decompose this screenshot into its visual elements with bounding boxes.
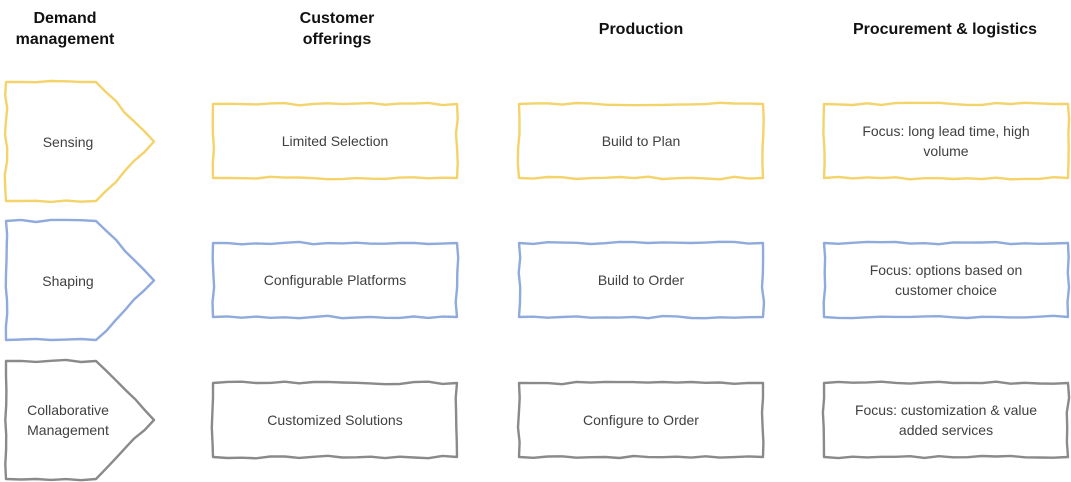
customer-box-label: Limited Selection [281,133,389,149]
sketch-outline [210,380,459,460]
demand-arrow-sensing: Sensing [3,79,156,204]
procurement-box-customization-value-added: Focus: customization & value added servi… [821,380,1071,460]
demand-arrow-shaping: Shaping [4,218,156,342]
demand-arrow-label: Shaping [42,272,94,289]
sketch-outline-path [821,380,1071,460]
sketch-outline [822,101,1071,181]
demand-arrow-collaborative-management: Collaborative Management [4,358,156,482]
demand-arrow-label: Sensing [42,133,94,150]
procurement-box-long-lead-time: Focus: long lead time, high volume [822,101,1071,181]
sketch-outline-path [517,240,766,320]
procurement-box-options-customer-choice: Focus: options based on customer choice [822,240,1071,320]
sketch-outline-path [4,358,156,482]
production-box-configure-to-order: Configure to Order [516,380,765,460]
sketch-outline [211,240,460,320]
sketch-outline-path [822,101,1071,181]
sketch-outline-path [210,380,459,460]
customer-box-label: Configurable Platforms [263,272,407,288]
production-box-label: Build to Plan [601,133,681,149]
sketch-outline [821,380,1071,460]
sketch-outline [4,218,156,342]
procurement-box-label: Focus: options based on customer choice [869,262,1023,298]
header-production: Production [598,21,684,38]
demand-arrow-label: Collaborative Management [27,402,109,438]
header-demand-management: Demand management [15,10,115,48]
customer-box-label: Customized Solutions [267,412,403,428]
sketch-outline [211,101,459,181]
sketch-outline-path [822,240,1071,320]
production-box-build-to-order: Build to Order [517,240,766,320]
sketch-outline-path [3,79,156,204]
sketch-outline-path [4,218,156,342]
production-box-label: Build to Order [597,272,685,288]
procurement-box-label: Focus: customization & value added servi… [854,402,1038,438]
header-procurement-logistics: Procurement & logistics [852,21,1038,38]
sketch-outline-path [211,101,459,181]
header-customer-offerings: Customer offerings [299,10,375,48]
customer-box-limited-selection: Limited Selection [211,101,459,181]
procurement-box-label: Focus: long lead time, high volume [862,123,1030,159]
sketch-outline [516,380,765,460]
sketch-outline [4,358,156,482]
sketch-outline-path [516,380,765,460]
sketch-outline-path [211,240,460,320]
production-box-label: Configure to Order [583,412,699,428]
customer-box-configurable-platforms: Configurable Platforms [211,240,460,320]
sketch-outline-path [516,101,765,181]
production-box-build-to-plan: Build to Plan [516,101,765,181]
sketch-outline [517,240,766,320]
sketch-outline [3,79,156,204]
sketch-outline [516,101,765,181]
sketch-outline [822,240,1071,320]
customer-box-customized-solutions: Customized Solutions [210,380,459,460]
